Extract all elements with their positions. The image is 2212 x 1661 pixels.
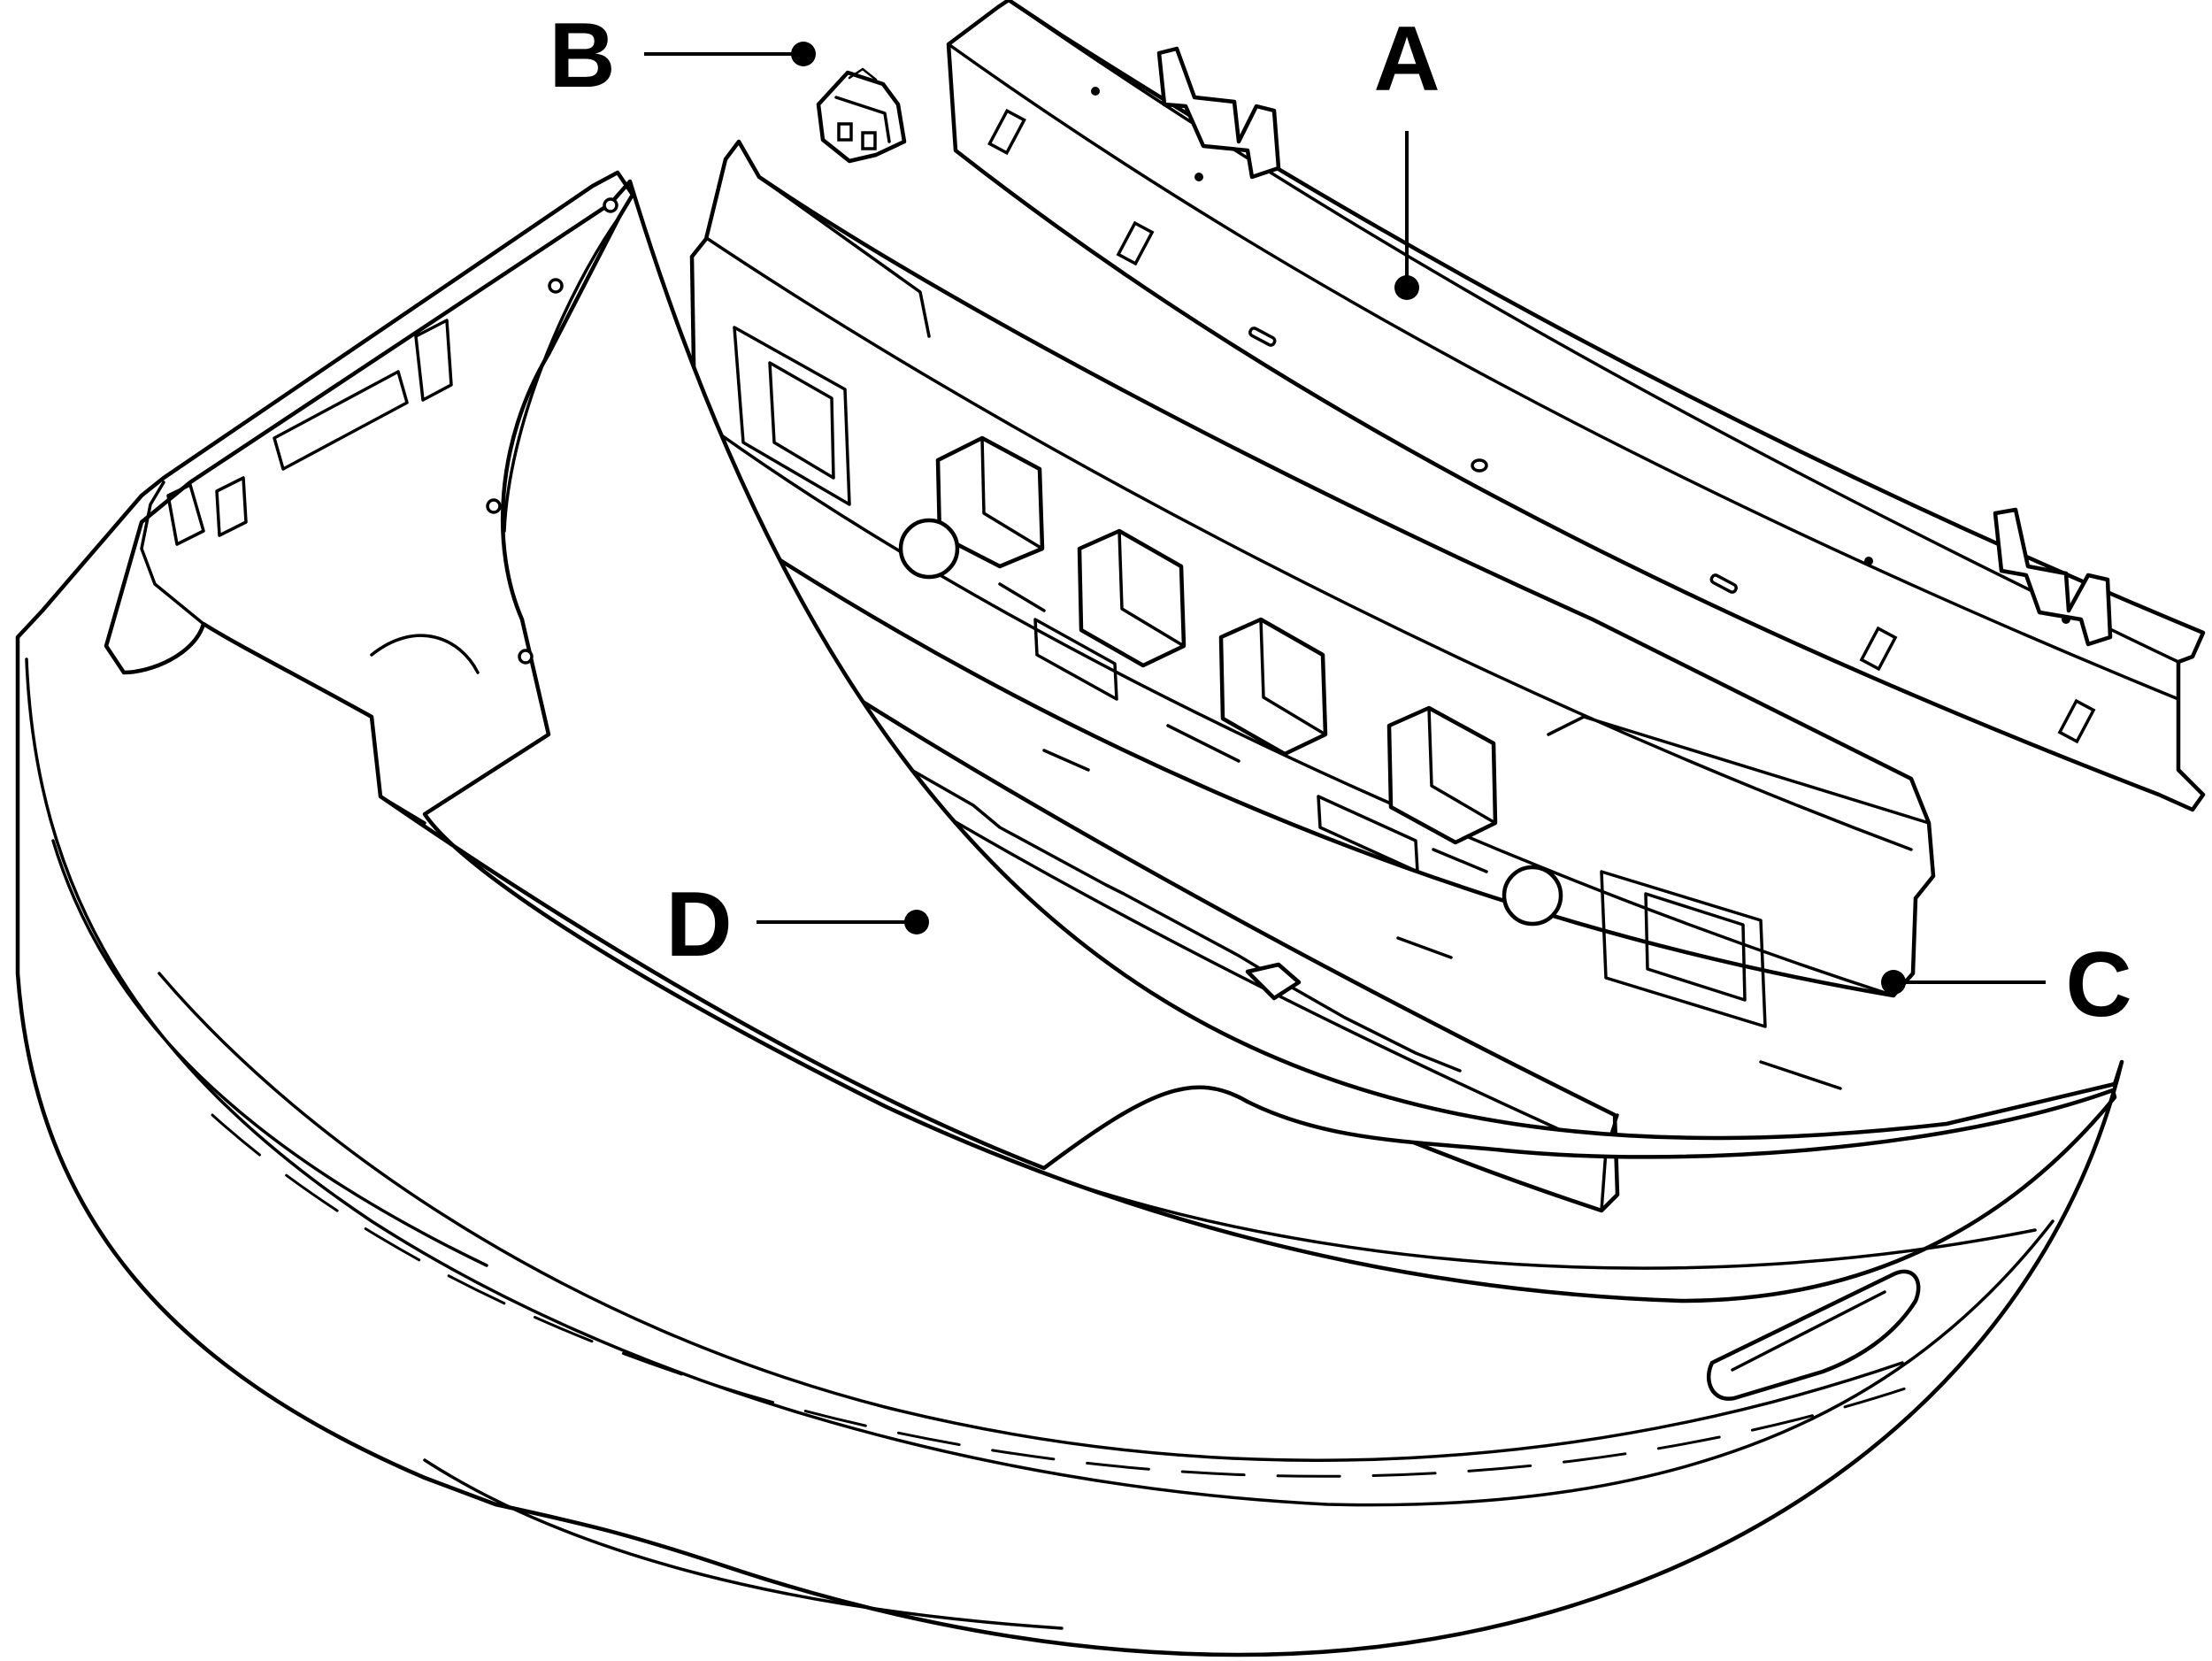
callout-b-group: B xyxy=(549,4,816,107)
leader-dot-b xyxy=(791,42,816,66)
callout-c-group: C xyxy=(1881,934,2132,1036)
callout-d: D xyxy=(665,873,732,976)
callout-c: C xyxy=(2065,934,2131,1036)
reinforcement-beam xyxy=(946,0,2206,812)
leader-dot-d xyxy=(904,910,929,934)
callout-a: A xyxy=(1373,8,1440,111)
leader-dot-c xyxy=(1881,970,1906,995)
callout-b: B xyxy=(549,4,615,107)
carrier-frame xyxy=(689,139,1936,1090)
callout-d-group: D xyxy=(665,873,929,976)
bumper-cover xyxy=(15,170,2124,1657)
leader-dot-a xyxy=(1394,275,1419,300)
callout-a-group: A xyxy=(1373,8,1440,300)
mounting-bracket xyxy=(816,67,907,164)
